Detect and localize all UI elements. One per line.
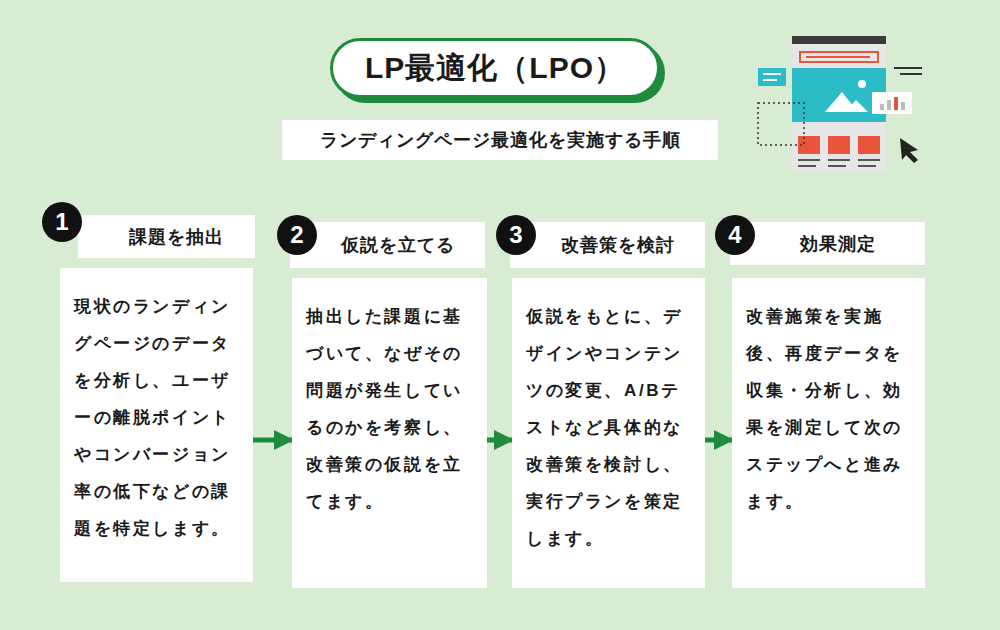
body-text: 改善施策を実施後、再度データを収集・分析し、効果を測定して次のステップへと進みま… — [746, 298, 913, 520]
title-pill: LP最適化（LPO） — [330, 38, 660, 98]
body-text: 現状のランディングページのデータを分析し、ユーザーの離脱ポイントやコンバージョン… — [74, 288, 241, 547]
callout-number: 1 — [55, 208, 68, 236]
step-header: 効果測定 — [730, 222, 925, 265]
body-text: 抽出した課題に基づいて、なぜその問題が発生しているのかを考察し、改善策の仮説を立… — [306, 298, 475, 520]
heading-text: 効果測定 — [800, 232, 876, 256]
step-header: 改善策を検討 — [510, 222, 705, 268]
heading-text: ランディングページ最適化を実施する手順 — [320, 128, 681, 152]
heading-text: 課題を抽出 — [129, 225, 224, 249]
landing-page-icon — [758, 36, 922, 172]
subtitle-box: ランディングページ最適化を実施する手順 — [282, 120, 718, 160]
step-body: 現状のランディングページのデータを分析し、ユーザーの離脱ポイントやコンバージョン… — [60, 268, 253, 582]
step-number: 2 — [277, 215, 317, 255]
callout-number: 4 — [728, 221, 741, 249]
step-body: 改善施策を実施後、再度データを収集・分析し、効果を測定して次のステップへと進みま… — [732, 278, 925, 588]
heading-text: LP最適化（LPO） — [365, 48, 625, 89]
step-body: 抽出した課題に基づいて、なぜその問題が発生しているのかを考察し、改善策の仮説を立… — [292, 278, 487, 588]
body-text: 仮説をもとに、デザインやコンテンツの変更、A/Bテストなど具体的な改善策を検討し… — [526, 298, 693, 557]
callout-number: 2 — [290, 221, 303, 249]
step-body: 仮説をもとに、デザインやコンテンツの変更、A/Bテストなど具体的な改善策を検討し… — [512, 278, 705, 588]
step-header: 課題を抽出 — [78, 215, 255, 258]
callout-number: 3 — [509, 221, 522, 249]
heading-text: 改善策を検討 — [561, 233, 675, 257]
step-header: 仮説を立てる — [290, 222, 485, 268]
step-number: 1 — [42, 202, 82, 242]
heading-text: 仮説を立てる — [341, 233, 455, 257]
step-number: 3 — [496, 215, 536, 255]
step-number: 4 — [715, 215, 755, 255]
